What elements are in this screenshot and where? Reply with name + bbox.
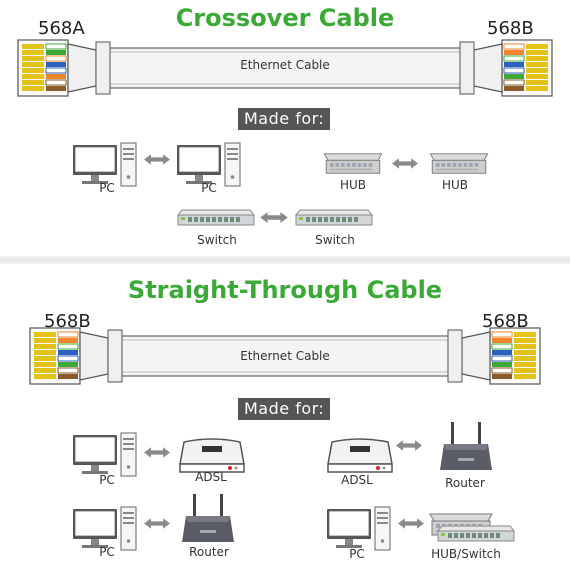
straight-right-standard: 568B <box>482 311 529 332</box>
device-label: HUB <box>441 178 469 192</box>
router-icon <box>438 420 494 472</box>
device-label: PC <box>349 547 365 561</box>
router-icon <box>180 492 236 544</box>
computer-icon <box>72 432 138 478</box>
hub-icon <box>320 152 386 176</box>
device-label: Switch <box>315 233 355 247</box>
double-arrow-icon <box>144 447 170 458</box>
device-label: ADSL <box>195 470 227 484</box>
device-label: PC <box>99 545 115 559</box>
straight-made-for: Made for: <box>238 398 331 420</box>
device-label: PC <box>99 181 115 195</box>
switch-icon <box>176 208 256 228</box>
device-label: ADSL <box>341 473 373 487</box>
crossover-right-plug <box>459 39 553 97</box>
device-label: Router <box>189 545 229 559</box>
hub-icon <box>426 152 492 176</box>
straight-cable <box>29 326 541 388</box>
device-label: PC <box>201 181 217 195</box>
device-label: HUB <box>339 178 367 192</box>
double-arrow-icon <box>396 440 422 451</box>
switch-icon <box>436 524 516 544</box>
crossover-made-for: Made for: <box>238 108 331 130</box>
crossover-left-standard: 568A <box>38 18 85 39</box>
straight-left-plug <box>29 327 123 385</box>
crossover-cable <box>17 38 553 100</box>
double-arrow-icon <box>398 518 424 529</box>
section-divider <box>0 256 570 264</box>
straight-title: Straight-Through Cable <box>127 276 443 304</box>
modem-icon <box>324 436 396 476</box>
crossover-right-standard: 568B <box>487 18 534 39</box>
straight-left-standard: 568B <box>44 311 91 332</box>
double-arrow-icon <box>392 158 418 169</box>
device-label: Switch <box>197 233 237 247</box>
double-arrow-icon <box>144 518 170 529</box>
crossover-cable-label: Ethernet Cable <box>240 58 330 72</box>
switch-icon <box>294 208 374 228</box>
computer-icon <box>326 506 392 552</box>
straight-cable-label: Ethernet Cable <box>240 349 330 363</box>
device-label: Router <box>445 476 485 490</box>
straight-right-plug <box>447 327 541 385</box>
device-label: PC <box>99 473 115 487</box>
double-arrow-icon <box>144 154 170 165</box>
crossover-title: Crossover Cable <box>175 4 395 32</box>
device-label: HUB/Switch <box>431 547 501 561</box>
crossover-left-plug <box>17 39 111 97</box>
double-arrow-icon <box>260 212 288 223</box>
